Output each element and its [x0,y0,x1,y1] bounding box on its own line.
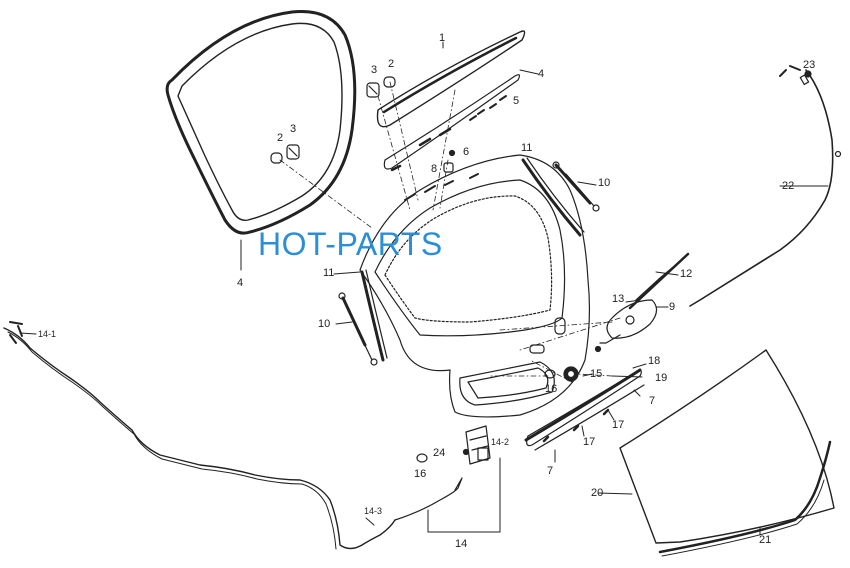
callout-1: 1 [439,32,446,44]
callout-12: 12 [680,268,693,280]
leader-lines [279,81,621,383]
rear-glass [619,349,835,557]
callout-8: 8 [431,163,438,175]
callout-17: 17 [583,436,596,448]
callout-22: 22 [782,180,795,192]
garnish-strip [383,74,521,172]
latch [462,425,491,465]
callout-4: 4 [237,277,244,289]
callout-7: 7 [649,395,656,407]
callout-15: 15 [590,368,603,380]
callout-18: 18 [648,355,661,367]
callout-13: 13 [612,293,625,305]
watermark: HOT-PARTS [258,226,443,262]
callout-10: 10 [318,318,331,330]
callout-19: 19 [655,372,668,384]
callout-14-2: 14-2 [491,437,510,447]
callout-2: 2 [388,58,395,70]
callout-4: 4 [538,68,545,80]
wiring-harness [3,321,463,550]
lower-garnish [524,368,645,451]
callout-6: 6 [463,146,470,158]
washer-hose [689,65,842,307]
upper-buffers [270,76,456,173]
callout-3: 3 [290,123,297,135]
rear-wiper [594,252,690,353]
tailgate-seal [165,9,357,235]
side-seals [360,157,585,362]
callout-16: 16 [545,383,558,395]
callout-9: 9 [669,301,676,313]
callout-24: 24 [433,447,446,459]
callout-14-1: 14-1 [38,329,57,339]
callout-2: 2 [277,132,284,144]
callout-lines [19,41,829,536]
callout-11: 11 [323,267,335,279]
callout-11: 11 [521,142,533,154]
callout-14: 14 [455,538,468,550]
callout-10: 10 [598,177,611,189]
callout-17: 17 [612,419,625,431]
callout-16: 16 [414,468,427,480]
callout-3: 3 [371,64,378,76]
callout-23: 23 [803,59,816,71]
callout-21: 21 [759,534,772,546]
callout-7: 7 [547,465,554,477]
gas-struts [338,161,600,366]
tailgate-panel [359,154,591,418]
lock-and-bumper [416,366,579,463]
callout-20: 20 [591,487,604,499]
spoiler [376,30,526,128]
callout-14-3: 14-3 [364,506,383,516]
callout-5: 5 [513,95,520,107]
